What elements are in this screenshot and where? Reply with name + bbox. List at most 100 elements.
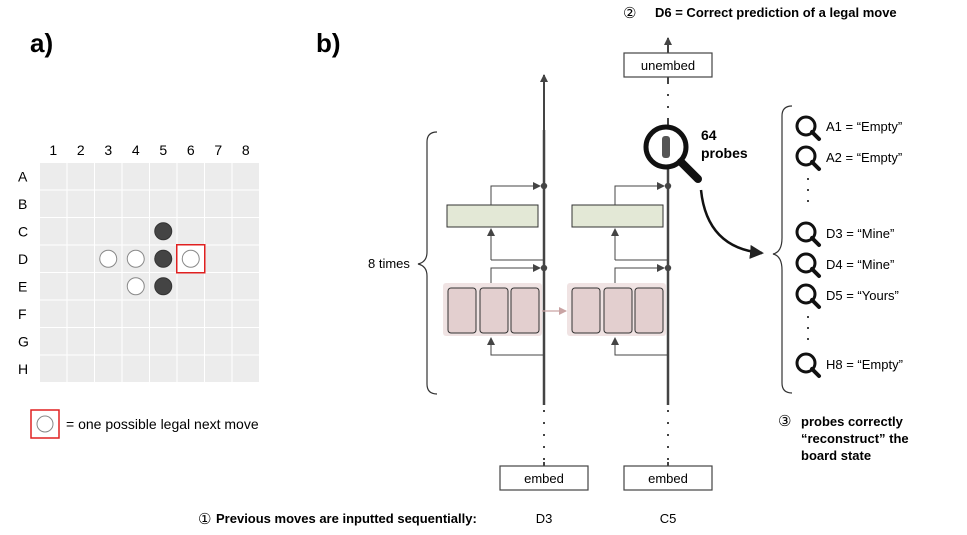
- board-cell[interactable]: [150, 355, 177, 383]
- board-row-label: F: [18, 306, 27, 322]
- board-cell[interactable]: [122, 328, 150, 355]
- board-cell[interactable]: [95, 300, 122, 328]
- board-cell[interactable]: [95, 328, 122, 355]
- board-cell[interactable]: [40, 245, 67, 273]
- black-piece: [154, 277, 173, 296]
- board-cell[interactable]: [205, 163, 232, 190]
- attn-1-input-arrow: [487, 337, 544, 356]
- board-cell[interactable]: [232, 273, 260, 300]
- board-cell[interactable]: [67, 300, 95, 328]
- legal-move-highlight: [176, 244, 206, 274]
- board-cell[interactable]: [232, 163, 260, 190]
- board-cell[interactable]: [205, 355, 232, 383]
- legend-text: = one possible legal next move: [66, 416, 259, 432]
- mlp-block-2: [571, 204, 664, 228]
- board-cell[interactable]: [40, 328, 67, 355]
- board-cell[interactable]: [40, 300, 67, 328]
- probe-result-label: A2 = “Empty”: [826, 150, 902, 165]
- board-cell[interactable]: [150, 328, 177, 355]
- board-cell[interactable]: [205, 190, 232, 218]
- board-cell[interactable]: [67, 163, 95, 190]
- reconstruct-line-2: “reconstruct” the: [801, 431, 909, 446]
- board-cell[interactable]: [67, 328, 95, 355]
- board-cell[interactable]: [67, 218, 95, 245]
- board-cell[interactable]: [122, 300, 150, 328]
- board-cell[interactable]: [232, 300, 260, 328]
- board-column-label: 7: [214, 142, 222, 158]
- probe-result-label: D4 = “Mine”: [826, 257, 894, 272]
- board-cell[interactable]: [177, 273, 205, 300]
- board-row-label: G: [18, 333, 29, 349]
- embed-label-2: embed: [648, 471, 688, 486]
- board-cell[interactable]: [122, 355, 150, 383]
- board-cell[interactable]: [122, 218, 150, 245]
- board-cell[interactable]: [67, 245, 95, 273]
- board-cell[interactable]: [232, 245, 260, 273]
- board-cell[interactable]: [40, 273, 67, 300]
- probe-result-item: A2 = “Empty”: [795, 145, 902, 171]
- board-cell[interactable]: [232, 190, 260, 218]
- search-icon: [795, 115, 821, 141]
- board-cell[interactable]: [40, 218, 67, 245]
- board-cell[interactable]: [40, 190, 67, 218]
- board-cell[interactable]: [150, 163, 177, 190]
- board-cell[interactable]: [67, 273, 95, 300]
- board-cell[interactable]: [232, 218, 260, 245]
- board-cell[interactable]: [95, 163, 122, 190]
- probe-result-item: D5 = “Yours”: [795, 283, 899, 309]
- board-column-label: 3: [104, 142, 112, 158]
- input-move-1: D3: [536, 511, 553, 526]
- white-piece: [99, 249, 118, 268]
- mlp-1-output-arrow: [490, 182, 541, 205]
- attn-head-2b: [603, 287, 633, 334]
- board-cell[interactable]: [205, 245, 232, 273]
- board-cell[interactable]: [177, 190, 205, 218]
- probe-result-item: A1 = “Empty”: [795, 115, 902, 141]
- board-cell[interactable]: [95, 218, 122, 245]
- board-cell[interactable]: [150, 300, 177, 328]
- board-cell[interactable]: [122, 163, 150, 190]
- probe-magnifier-icon: [643, 124, 702, 183]
- board-cell[interactable]: [95, 190, 122, 218]
- board-cell[interactable]: [122, 190, 150, 218]
- attn-1-output-arrow: [490, 264, 541, 283]
- probe-result-label: D5 = “Yours”: [826, 288, 899, 303]
- board-row-label: H: [18, 361, 28, 377]
- board-cell[interactable]: [40, 355, 67, 383]
- board-cell[interactable]: [67, 190, 95, 218]
- board-row-label: D: [18, 251, 28, 267]
- board-cell[interactable]: [67, 355, 95, 383]
- board-cell[interactable]: [95, 273, 122, 300]
- board-cell[interactable]: [40, 163, 67, 190]
- results-brace: [772, 105, 793, 394]
- board-cell[interactable]: [177, 300, 205, 328]
- repeat-brace: [417, 131, 438, 395]
- board-cell[interactable]: [150, 190, 177, 218]
- mlp-2-output-arrow: [614, 182, 665, 205]
- probe-result-item: D4 = “Mine”: [795, 252, 894, 278]
- board-cell[interactable]: [205, 218, 232, 245]
- board-cell[interactable]: [205, 300, 232, 328]
- board-cell[interactable]: [177, 355, 205, 383]
- legend-piece-icon: [36, 415, 54, 433]
- stream-1-add-node-top: [540, 182, 548, 190]
- board-cell[interactable]: [177, 218, 205, 245]
- stream-2-add-node-bottom: [664, 264, 672, 272]
- board-cell[interactable]: [205, 273, 232, 300]
- attn-head-1a: [447, 287, 477, 334]
- board-cell[interactable]: [232, 355, 260, 383]
- unembed-label: unembed: [641, 58, 695, 73]
- embed-box-2: [623, 465, 713, 491]
- board-cell[interactable]: [95, 355, 122, 383]
- bottom-note-number: ①: [198, 511, 211, 528]
- panel-b-label: b): [316, 28, 341, 58]
- board-cell[interactable]: [205, 328, 232, 355]
- probe-result-list: A1 = “Empty” A2 = “Empty” D3 = “Mine” D4…: [795, 115, 903, 378]
- board-cell[interactable]: [232, 328, 260, 355]
- attn-head-2c: [634, 287, 664, 334]
- board-column-label: 5: [159, 142, 167, 158]
- board-cell[interactable]: [177, 163, 205, 190]
- board-cell[interactable]: [177, 328, 205, 355]
